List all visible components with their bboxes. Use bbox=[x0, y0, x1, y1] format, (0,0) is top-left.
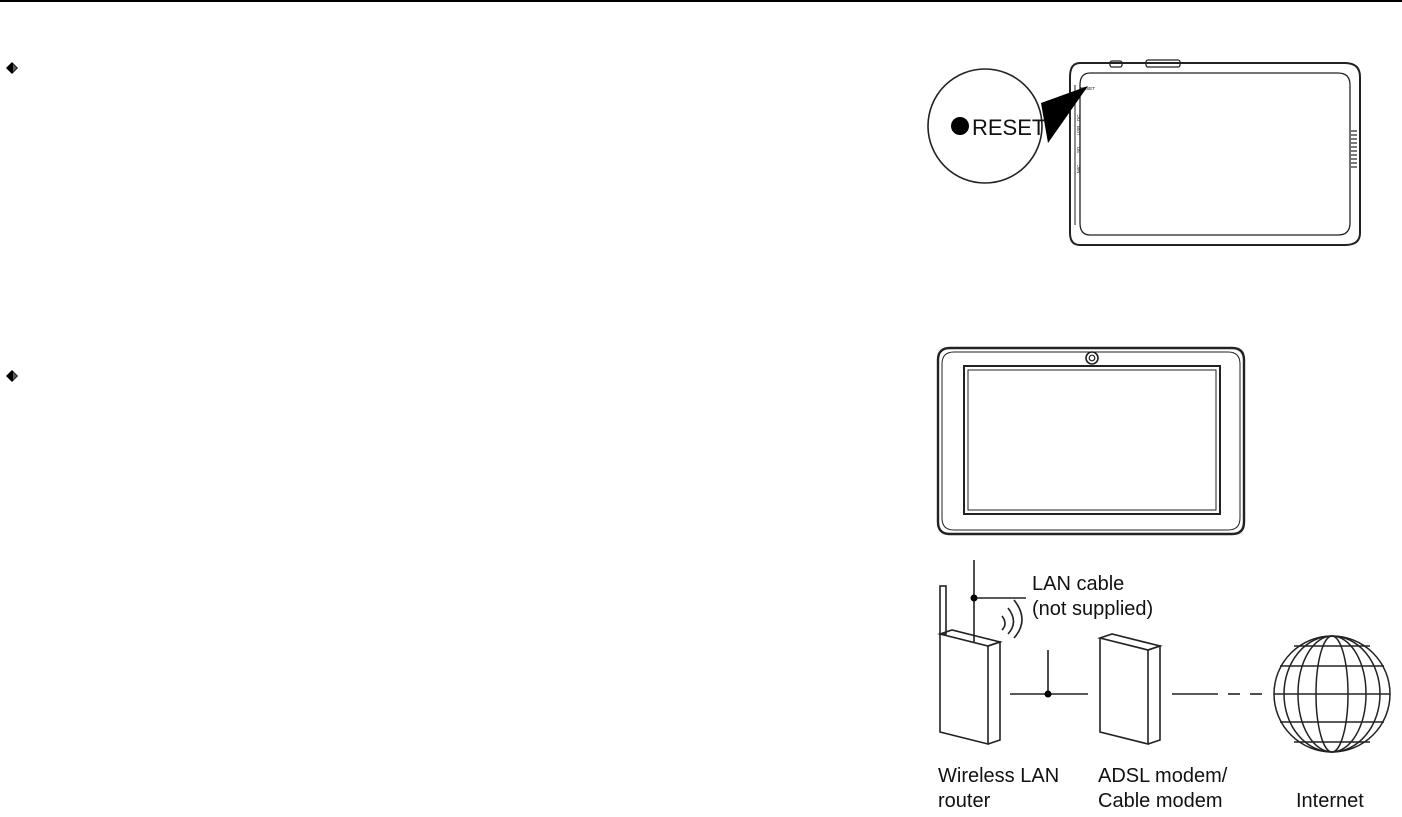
network-diagram: LAN cable (not supplied) Wireless LAN ro… bbox=[930, 560, 1400, 817]
internet-label: Internet bbox=[1296, 790, 1364, 812]
callout-circle bbox=[927, 68, 1043, 184]
port-label-mic: MIC bbox=[1076, 164, 1081, 173]
speaker-grille bbox=[1351, 130, 1357, 168]
side-port-labels: RESET DC USB SD MIC bbox=[1076, 86, 1095, 173]
modem-label-line1: ADSL modem/ bbox=[1098, 765, 1228, 787]
port-label-dc: DC bbox=[1076, 114, 1081, 121]
lan-junction-dot bbox=[970, 594, 978, 602]
port-label-usb: USB bbox=[1076, 126, 1081, 135]
lan-cable-label-line2: (not supplied) bbox=[1032, 598, 1153, 620]
lan-cable-label-line1: LAN cable bbox=[1032, 573, 1124, 595]
router-junction-dot bbox=[1044, 690, 1052, 698]
front-camera-icon bbox=[1085, 351, 1099, 365]
port-label-reset: RESET bbox=[1080, 86, 1095, 91]
router-label-line1: Wireless LAN bbox=[938, 765, 1059, 787]
router-label-line2: router bbox=[938, 790, 991, 812]
top-rule bbox=[0, 0, 1402, 2]
diamond-bullet-icon bbox=[4, 60, 20, 76]
callout-pointer bbox=[1041, 86, 1088, 143]
port-label-sd: SD bbox=[1076, 146, 1081, 153]
reset-figure: RESET DC USB SD MIC RESET bbox=[920, 55, 1380, 255]
internet-globe-icon bbox=[1273, 635, 1391, 753]
modem-label-line2: Cable modem bbox=[1098, 790, 1223, 812]
tablet-side-view bbox=[1069, 59, 1361, 246]
reset-callout-label: RESET bbox=[972, 115, 1045, 140]
diamond-bullet-icon bbox=[4, 368, 20, 384]
reset-hole-icon bbox=[951, 117, 969, 135]
tablet-front-figure bbox=[936, 346, 1246, 538]
